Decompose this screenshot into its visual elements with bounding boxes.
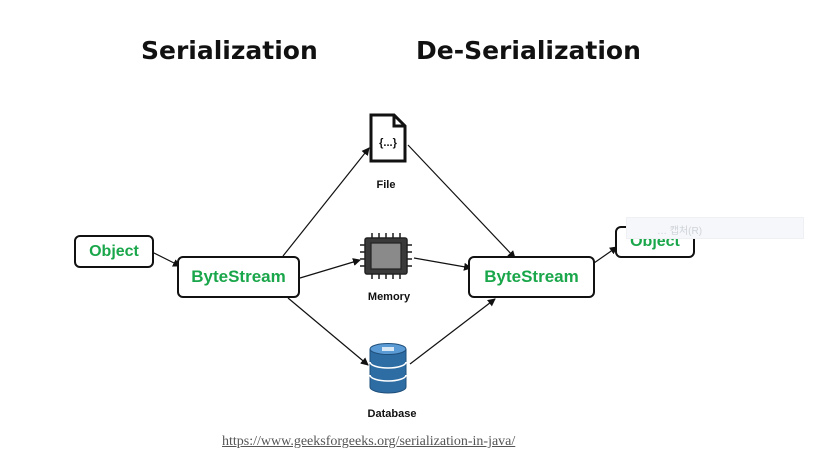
file-glyph: {...} xyxy=(379,137,397,149)
arrow-database-to-bytestream xyxy=(409,298,496,365)
bytestream-node-left: ByteStream xyxy=(177,256,300,298)
arrow-bytestream-to-database xyxy=(287,297,369,366)
arrow-bytestream-to-file xyxy=(282,147,370,257)
deserialization-heading: De-Serialization xyxy=(416,36,641,65)
source-link[interactable]: https://www.geeksforgeeks.org/serializat… xyxy=(222,434,516,449)
bytestream-node-right: ByteStream xyxy=(468,256,595,298)
serialization-heading: Serialization xyxy=(141,36,318,65)
arrow-bytestream-to-object xyxy=(593,246,618,264)
arrow-file-to-bytestream xyxy=(407,144,516,259)
object-node-left: Object xyxy=(74,235,154,268)
arrow-object-to-bytestream xyxy=(151,251,181,267)
file-icon: {...} xyxy=(368,113,408,168)
memory-label: Memory xyxy=(367,291,411,303)
chip-icon xyxy=(360,233,412,284)
database-label: Database xyxy=(367,408,417,420)
file-label: File xyxy=(376,179,396,191)
faint-capture-tooltip: … 캡처(R) xyxy=(626,217,804,239)
arrow-bytestream-to-memory xyxy=(299,258,361,279)
database-icon xyxy=(368,343,408,400)
arrow-memory-to-bytestream xyxy=(413,257,472,271)
